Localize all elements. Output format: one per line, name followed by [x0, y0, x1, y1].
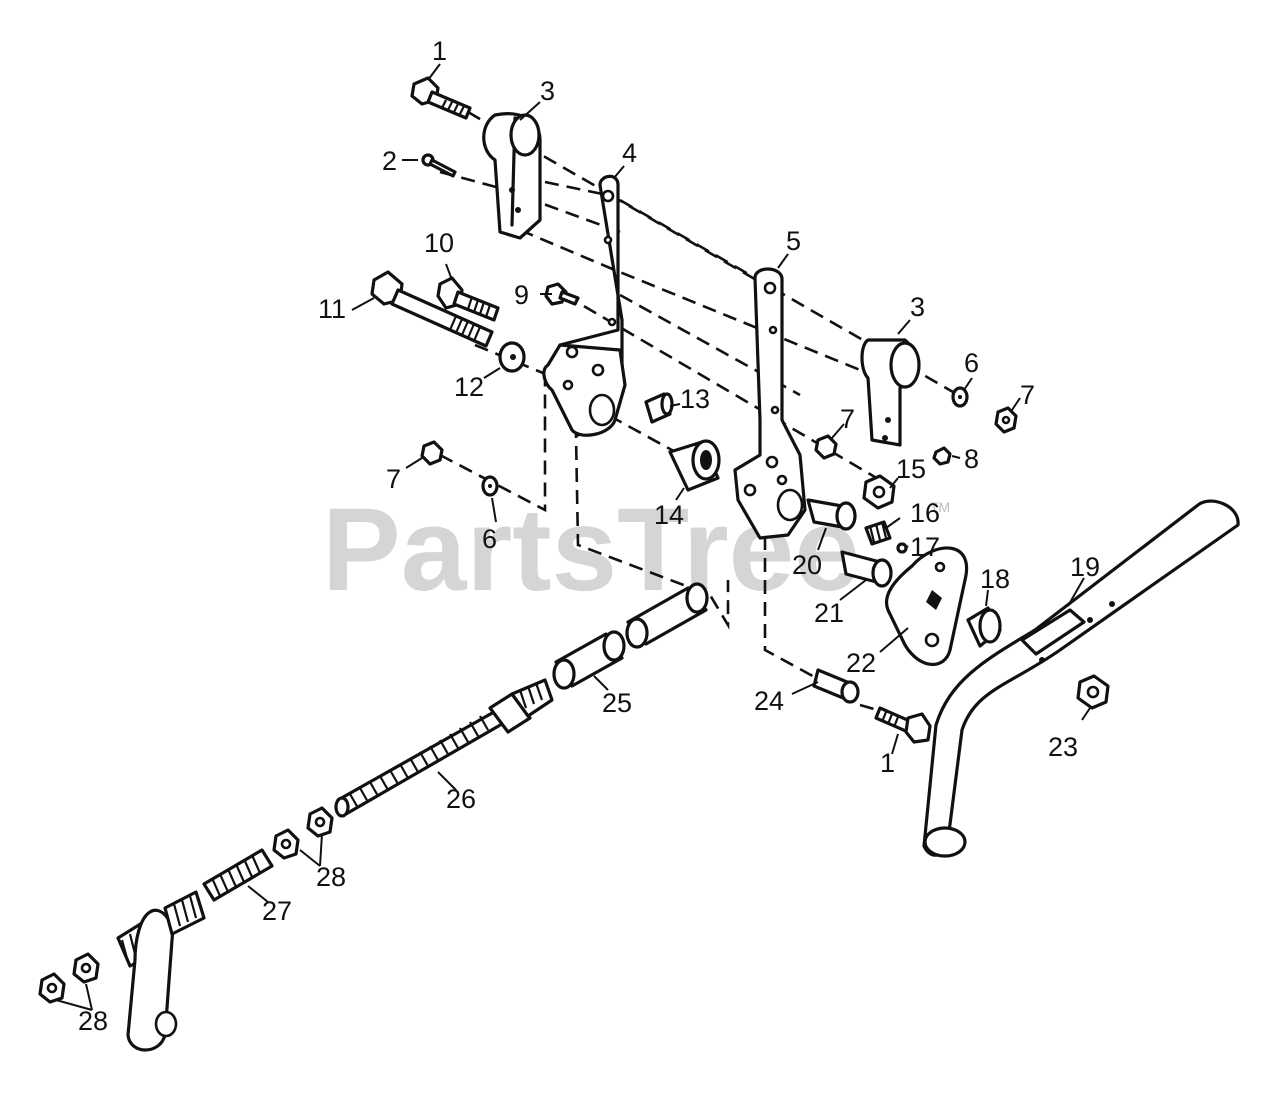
bolt-1-bottom — [874, 706, 932, 744]
nut-28-left-a — [72, 952, 100, 984]
plate-22 — [885, 546, 969, 666]
callout-13: 13 — [680, 384, 710, 414]
washer-6-left — [481, 475, 499, 497]
callout-23: 23 — [1048, 732, 1078, 762]
callout-10: 10 — [424, 228, 454, 258]
spring-27 — [202, 848, 274, 902]
handle-19 — [922, 499, 1240, 858]
callout-6-right: 6 — [964, 348, 979, 378]
callout-11: 11 — [318, 294, 346, 324]
callout-25: 25 — [602, 688, 632, 718]
callout-14: 14 — [654, 500, 684, 530]
nut-15 — [862, 474, 896, 510]
callout-1-top: 1 — [432, 36, 447, 66]
lever-4 — [542, 174, 627, 437]
callout-2: 2 — [382, 146, 397, 176]
callout-5: 5 — [786, 226, 801, 256]
callout-19: 19 — [1070, 552, 1100, 582]
lever-5 — [733, 267, 807, 540]
callout-22: 22 — [846, 648, 876, 678]
callout-7-mid: 7 — [840, 404, 855, 434]
bracket-3-right — [860, 338, 921, 447]
pin-20 — [806, 498, 857, 531]
ball-17 — [896, 542, 908, 554]
rod-26 — [334, 678, 554, 818]
callout-12: 12 — [454, 372, 484, 402]
callout-1-bottom: 1 — [880, 748, 895, 778]
nut-23 — [1076, 674, 1110, 710]
leader-lines — [55, 63, 1091, 1011]
callout-3-right: 3 — [910, 292, 925, 322]
tube-upper — [625, 582, 709, 649]
callout-labels: 1 3 2 4 5 3 6 7 7 8 9 10 11 12 13 14 7 6… — [78, 36, 1100, 1036]
callout-26: 26 — [446, 784, 476, 814]
bolt-1-top — [410, 76, 472, 120]
nut-28-mid-b — [306, 806, 334, 838]
callout-24: 24 — [754, 686, 784, 716]
callout-20: 20 — [792, 550, 822, 580]
spring-16 — [864, 520, 892, 546]
callout-8: 8 — [964, 444, 979, 474]
nut-28-mid-a — [272, 828, 300, 860]
washer-12 — [498, 341, 526, 373]
callout-27: 27 — [262, 896, 292, 926]
nut-7-right — [994, 406, 1018, 434]
callout-6-left: 6 — [482, 524, 497, 554]
nut-28-left-b — [38, 972, 66, 1004]
washer-6-right — [951, 386, 969, 408]
callout-4: 4 — [622, 138, 637, 168]
clamp-18 — [966, 606, 1002, 648]
callout-28-left: 28 — [78, 1006, 108, 1036]
callout-16: 16 — [910, 498, 940, 528]
rod-end — [116, 890, 206, 1052]
callout-3-left: 3 — [540, 76, 555, 106]
spacer-13 — [644, 392, 674, 424]
screw-2 — [421, 153, 457, 178]
nut-8 — [932, 446, 952, 466]
spacer-24 — [812, 668, 860, 704]
callout-7-right: 7 — [1020, 380, 1035, 410]
bolt-11 — [370, 270, 494, 348]
screw-9 — [544, 282, 580, 306]
callout-7-left: 7 — [386, 464, 401, 494]
callout-17: 17 — [910, 532, 940, 562]
sleeve-25 — [552, 630, 626, 690]
nut-7-mid — [814, 434, 838, 460]
pin-21 — [840, 550, 893, 588]
bracket-3-left — [482, 112, 542, 240]
callout-28-mid: 28 — [316, 862, 346, 892]
bushing-14 — [668, 439, 721, 492]
callout-9: 9 — [514, 280, 529, 310]
callout-18: 18 — [980, 564, 1010, 594]
watermark-trademark: TM — [930, 499, 950, 515]
callout-21: 21 — [814, 598, 844, 628]
bolt-10 — [436, 276, 500, 322]
callout-15: 15 — [896, 454, 926, 484]
nut-7-left — [420, 440, 444, 466]
